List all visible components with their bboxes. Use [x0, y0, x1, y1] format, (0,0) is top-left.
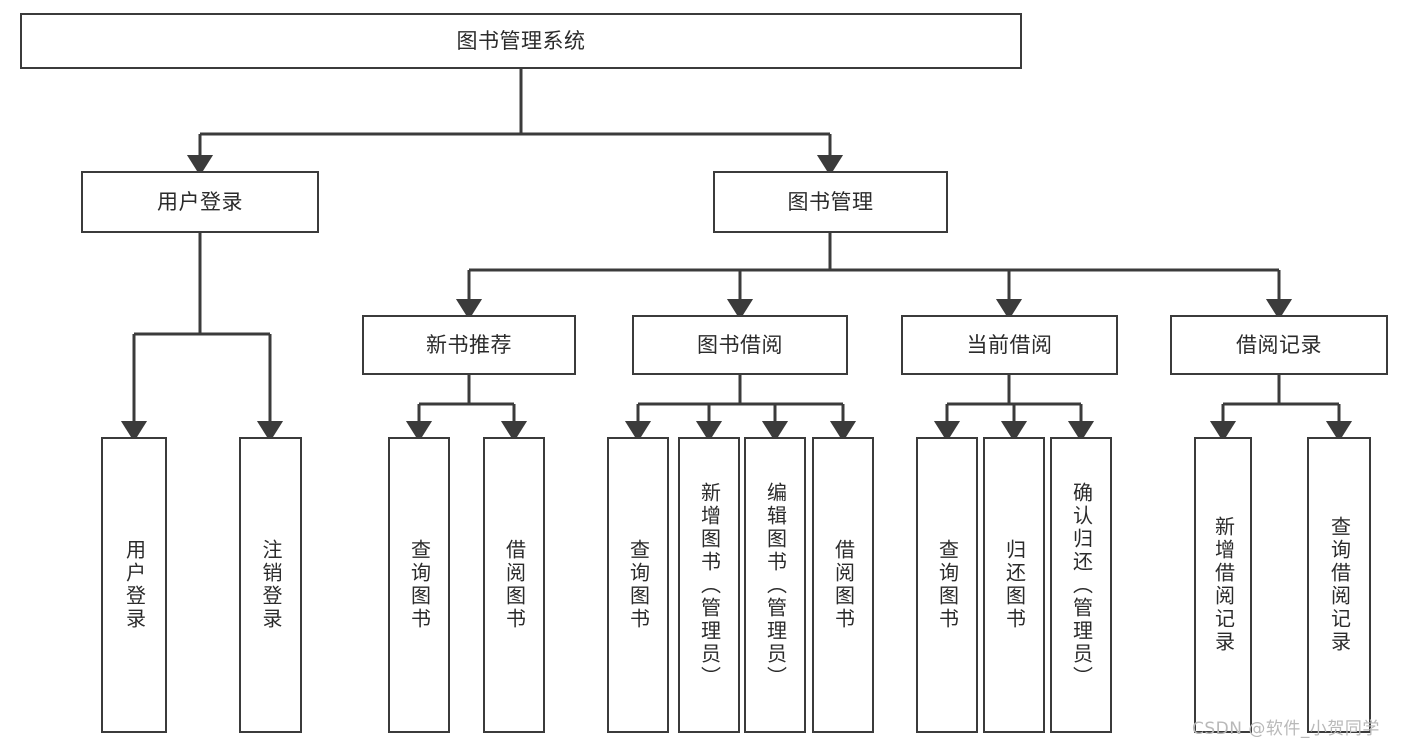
node-leaf-query-book-1-label: 查询图书 [407, 539, 432, 631]
node-leaf-confirm-return-label: 确认归还（管理员） [1069, 481, 1094, 689]
node-leaf-edit-book-label: 编辑图书（管理员） [763, 481, 788, 689]
node-leaf-borrow-book-1-label: 借阅图书 [502, 539, 527, 631]
node-user-login[interactable]: 用户登录 [81, 171, 319, 233]
node-leaf-confirm-return[interactable]: 确认归还（管理员） [1050, 437, 1112, 733]
node-borrow-record-label: 借阅记录 [1236, 332, 1322, 357]
node-leaf-query-borrow-record-label: 查询借阅记录 [1327, 516, 1352, 654]
node-leaf-return-book[interactable]: 归还图书 [983, 437, 1045, 733]
node-leaf-borrow-book-2[interactable]: 借阅图书 [812, 437, 874, 733]
node-root[interactable]: 图书管理系统 [20, 13, 1022, 69]
node-current-borrow-label: 当前借阅 [966, 332, 1053, 357]
node-leaf-query-book-3[interactable]: 查询图书 [916, 437, 978, 733]
node-leaf-add-book[interactable]: 新增图书（管理员） [678, 437, 740, 733]
node-leaf-add-borrow-record[interactable]: 新增借阅记录 [1194, 437, 1252, 733]
node-leaf-borrow-book-1[interactable]: 借阅图书 [483, 437, 545, 733]
node-book-borrow[interactable]: 图书借阅 [632, 315, 848, 375]
node-leaf-user-login[interactable]: 用户登录 [101, 437, 167, 733]
node-new-book-recommend[interactable]: 新书推荐 [362, 315, 576, 375]
node-book-management-label: 图书管理 [787, 189, 874, 214]
node-leaf-edit-book[interactable]: 编辑图书（管理员） [744, 437, 806, 733]
node-leaf-query-book-2[interactable]: 查询图书 [607, 437, 669, 733]
node-new-book-recommend-label: 新书推荐 [426, 332, 512, 357]
node-leaf-query-book-1[interactable]: 查询图书 [388, 437, 450, 733]
node-leaf-add-book-label: 新增图书（管理员） [697, 481, 722, 689]
node-leaf-query-borrow-record[interactable]: 查询借阅记录 [1307, 437, 1371, 733]
node-leaf-return-book-label: 归还图书 [1002, 539, 1027, 631]
node-user-login-label: 用户登录 [157, 189, 243, 214]
node-leaf-query-book-3-label: 查询图书 [935, 539, 960, 631]
node-leaf-logout[interactable]: 注销登录 [239, 437, 302, 733]
node-root-label: 图书管理系统 [456, 28, 586, 53]
node-leaf-logout-label: 注销登录 [259, 539, 283, 631]
connectors [120, 69, 1353, 442]
node-book-borrow-label: 图书借阅 [697, 332, 783, 357]
node-leaf-borrow-book-2-label: 借阅图书 [831, 539, 856, 631]
node-leaf-user-login-label: 用户登录 [122, 539, 147, 631]
node-book-management[interactable]: 图书管理 [713, 171, 948, 233]
node-borrow-record[interactable]: 借阅记录 [1170, 315, 1388, 375]
watermark: CSDN @软件_小贺同学 [1192, 719, 1380, 739]
node-current-borrow[interactable]: 当前借阅 [901, 315, 1118, 375]
node-leaf-add-borrow-record-label: 新增借阅记录 [1211, 516, 1236, 654]
node-leaf-query-book-2-label: 查询图书 [626, 539, 651, 631]
